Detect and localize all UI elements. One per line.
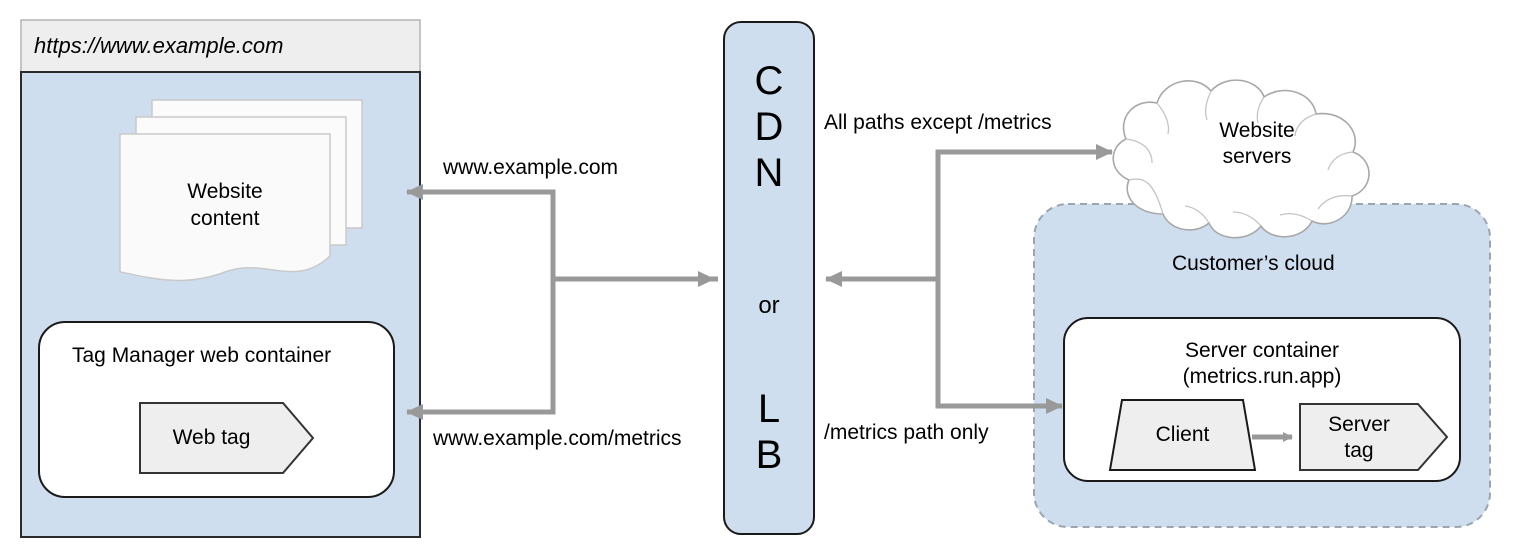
cdn-letter-c: C xyxy=(754,59,784,103)
cdn-letter-d: D xyxy=(754,105,784,149)
cdn-or-label: or xyxy=(758,292,780,319)
connector-all-paths-except-metrics xyxy=(935,144,1113,279)
connector-www-example-com-metrics xyxy=(406,279,556,420)
connector-www-example-com xyxy=(406,184,718,282)
client-label: Client xyxy=(1155,423,1210,446)
browser-url-label: https://www.example.com xyxy=(34,33,284,58)
server-tag-pentagon-shape xyxy=(1299,403,1449,471)
website-servers-label: Website servers xyxy=(1167,118,1347,170)
server-container-label: Server container (metrics.run.app) xyxy=(1114,338,1410,390)
website-content-stack xyxy=(119,99,363,282)
client-trapezoid-shape xyxy=(1108,399,1257,471)
website-servers-line1: Website xyxy=(1219,119,1295,142)
lb-letter-l: L xyxy=(757,387,781,431)
server-tag-label: Server tag xyxy=(1300,412,1418,464)
website-servers-line2: servers xyxy=(1222,145,1292,168)
web-tag-pentagon-shape xyxy=(139,402,315,474)
edge-label-www-example-com-metrics: www.example.com/metrics xyxy=(433,427,682,450)
server-tag-line2: tag xyxy=(1344,439,1374,462)
cdn-lb-text-stack: C D N xyxy=(724,58,814,196)
connector-metrics-path-only xyxy=(935,279,1063,414)
website-content-line1: Website xyxy=(187,180,263,203)
tag-manager-web-container-shape xyxy=(38,321,395,498)
cdn-lb-separator: or xyxy=(724,291,814,321)
edge-label-metrics-path-only: /metrics path only xyxy=(824,421,989,444)
server-container-line2: (metrics.run.app) xyxy=(1182,365,1342,388)
website-servers-cloud-shape xyxy=(1112,79,1370,239)
customers-cloud-label: Customer’s cloud xyxy=(1172,252,1335,275)
server-container-line1: Server container xyxy=(1184,339,1340,362)
cdn-lb-box-shape xyxy=(723,21,815,535)
cdn-letter-n: N xyxy=(754,151,784,195)
server-container-shape xyxy=(1063,317,1461,482)
website-content-line2: content xyxy=(190,207,260,230)
lb-letter-b: B xyxy=(755,433,783,477)
edge-label-www-example-com: www.example.com xyxy=(443,156,619,179)
server-tag-line1: Server xyxy=(1328,413,1390,436)
edge-label-all-paths-except-metrics: All paths except /metrics xyxy=(824,111,1052,134)
website-content-label: Website content xyxy=(130,178,320,232)
lb-text-stack: L B xyxy=(724,386,814,478)
web-tag-label: Web tag xyxy=(172,426,251,449)
tag-manager-web-container-label: Tag Manager web container xyxy=(72,344,332,367)
